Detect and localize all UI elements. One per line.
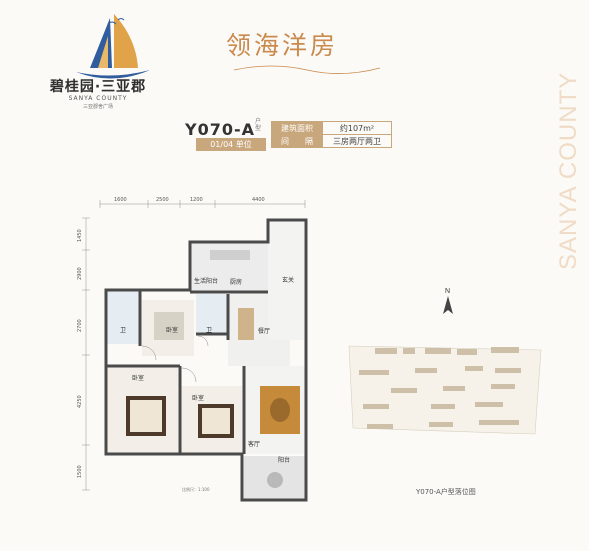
info-key: 间 隔 bbox=[271, 134, 323, 148]
info-value: 约107m² bbox=[322, 121, 392, 135]
left-dim-2: 2900 bbox=[77, 267, 83, 280]
left-dim-3: 2700 bbox=[77, 319, 83, 332]
top-dim-2: 2500 bbox=[156, 197, 169, 203]
unit-name: Y070-A bbox=[185, 120, 256, 139]
bath-floor-1 bbox=[106, 290, 140, 344]
entrance-floor bbox=[268, 220, 304, 340]
unit-info-table: 建筑面积 约107m² 间 隔 三房两厅两卫 bbox=[271, 121, 392, 148]
unit-suffix: 户型 bbox=[255, 118, 262, 132]
room-label-entrance: 玄关 bbox=[282, 276, 294, 284]
left-dim-5: 1500 bbox=[77, 465, 83, 478]
brand-subtitle: SANYA COUNTY bbox=[68, 95, 128, 102]
left-dim-1: 1450 bbox=[77, 229, 83, 242]
sailboat-logo-icon bbox=[76, 14, 150, 79]
unit-floor-badge: 01/04 单位 bbox=[196, 138, 266, 151]
north-arrow-icon: N bbox=[443, 288, 453, 314]
project-title: 领海洋房 bbox=[226, 31, 339, 60]
bath-floor-2 bbox=[196, 294, 228, 334]
top-dimensions bbox=[99, 200, 306, 208]
info-key: 建筑面积 bbox=[271, 121, 323, 135]
title-ornament bbox=[233, 65, 381, 74]
brand-tagline: 三亚郡舍广场 bbox=[82, 104, 113, 110]
side-watermark: SANYA COUNTY bbox=[555, 72, 582, 270]
room-label-bath-1: 卫 bbox=[120, 327, 126, 334]
brand-name: 碧桂园·三亚郡 bbox=[49, 79, 147, 95]
site-map-caption: Y070-A户型落位图 bbox=[416, 488, 476, 496]
door-arcs bbox=[141, 335, 209, 383]
room-label-bedroom-2: 卧室 bbox=[192, 394, 204, 402]
room-label-balcony: 阳台 bbox=[278, 456, 290, 464]
left-dim-4: 4250 bbox=[77, 395, 83, 408]
room-label-bedroom-3: 卧室 bbox=[166, 326, 178, 334]
room-label-kitchen: 厨房 bbox=[230, 278, 242, 286]
furniture bbox=[126, 250, 300, 488]
site-location-map bbox=[348, 345, 542, 435]
info-row-area: 建筑面积 约107m² bbox=[271, 121, 392, 135]
left-dimensions bbox=[82, 217, 90, 491]
room-label-bedroom-1: 卧室 bbox=[132, 374, 144, 382]
plan-scale-note: 比例尺：1:100 bbox=[182, 487, 210, 492]
info-value: 三房两厅两卫 bbox=[322, 134, 392, 148]
floor-plan: 1600 2500 1200 4400 1450 2900 2700 4250 … bbox=[77, 197, 308, 502]
top-dim-1: 1600 bbox=[114, 197, 127, 203]
walls bbox=[104, 218, 308, 502]
room-label-bath-2: 卫 bbox=[206, 327, 212, 334]
side-watermark-text: SANYA COUNTY bbox=[555, 72, 582, 270]
room-label-utility-balcony: 生活阳台 bbox=[194, 277, 218, 285]
room-label-living: 客厅 bbox=[248, 440, 260, 448]
room-label-dining: 餐厅 bbox=[258, 327, 270, 335]
info-row-layout: 间 隔 三房两厅两卫 bbox=[271, 134, 392, 148]
north-label: N bbox=[445, 288, 450, 295]
top-dim-4: 4400 bbox=[252, 197, 265, 203]
building-blocks bbox=[359, 347, 521, 429]
top-dim-3: 1200 bbox=[190, 197, 203, 203]
